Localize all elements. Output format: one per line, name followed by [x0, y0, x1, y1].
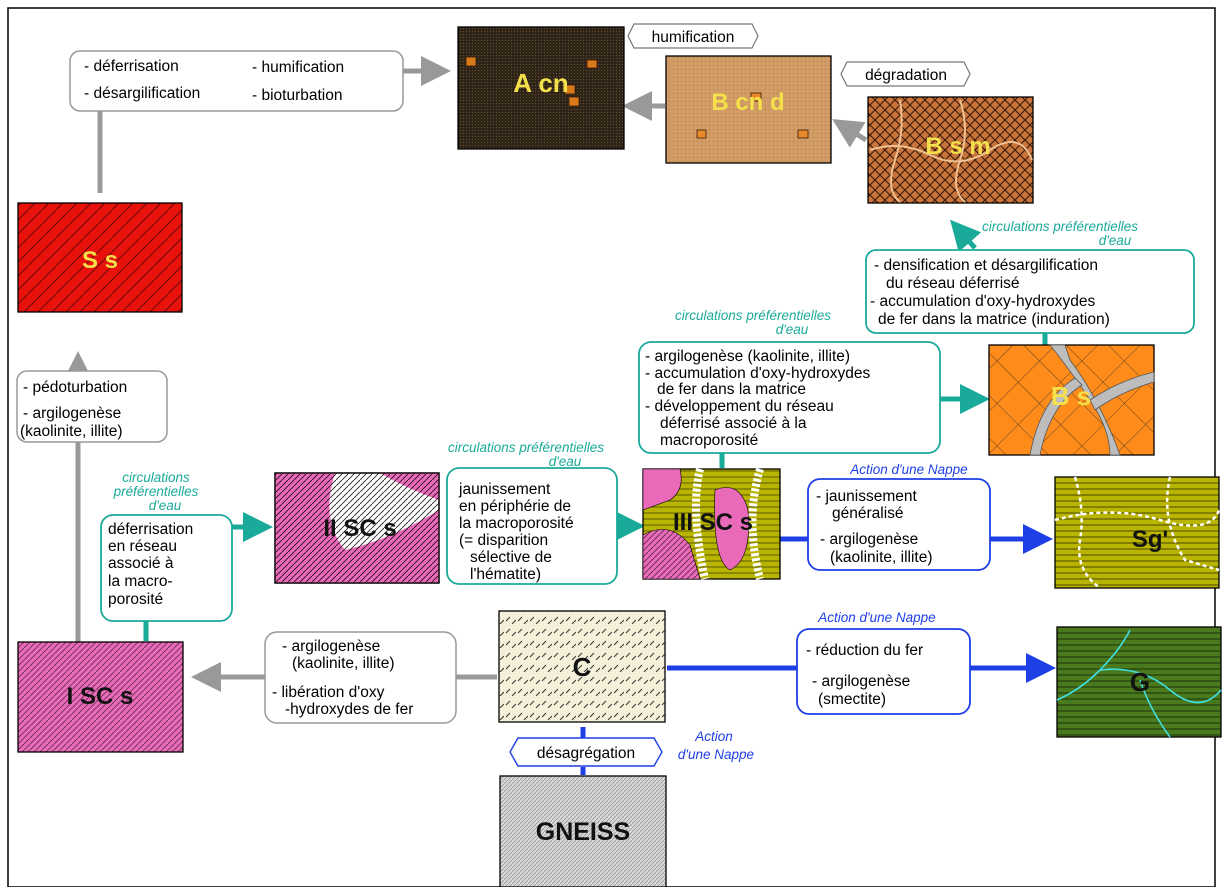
- box-argilogenese-accumulation: - argilogenèse (kaolinite, illite) - acc…: [638, 341, 941, 454]
- box-reduction-line-1: - argilogenèse: [812, 673, 910, 690]
- tag-humification: humification: [627, 23, 759, 49]
- horizon-label-iii-sc-s: III SC s: [673, 509, 753, 536]
- box-liberation-line-3: -hydroxydes de fer: [285, 701, 413, 718]
- box-reduction: - réduction du fer - argilogenèse (smect…: [796, 628, 971, 715]
- horizon-b-s: B s: [988, 344, 1155, 456]
- horizon-a-cn: A cn: [457, 26, 625, 150]
- box-liberation-line-1: (kaolinite, illite): [292, 655, 395, 672]
- horizon-label-c: C: [573, 652, 592, 682]
- box-argilo-line-5: macroporosité: [660, 432, 758, 449]
- horizon-c: C: [498, 610, 666, 723]
- box-densification: - densification et désargilification du …: [865, 249, 1195, 334]
- box-densification-line-2: - accumulation d'oxy-hydroxydes: [870, 293, 1095, 310]
- horizon-label-gneiss: GNEISS: [536, 818, 630, 846]
- horizon-label-b-cn-d: B cn d: [711, 89, 784, 116]
- caption-nappe-gneiss-0: Action: [694, 729, 733, 744]
- box-jaunissement-p-line-1: en périphérie de: [459, 498, 571, 515]
- caption-nappe-g: Action d'une Nappe: [817, 610, 935, 625]
- box-argilo-line-1: - accumulation d'oxy-hydroxydes: [645, 365, 870, 382]
- box-reduction-line-2: (smectite): [818, 691, 886, 708]
- box-jaunissement-p-line-2: la macroporosité: [459, 515, 574, 532]
- caption-circ-left-mid-1: d'eau: [549, 454, 582, 469]
- box-densification-line-1: du réseau déferrisé: [886, 275, 1020, 292]
- caption-circ-mid-0: circulations préférentielles: [675, 308, 831, 323]
- box-deferrisation-line-4: porosité: [108, 591, 163, 608]
- box-argilo-line-4: déferrisé associé à la: [660, 415, 807, 432]
- box-top-line-1: - désargilification: [84, 85, 200, 102]
- horizon-label-sg: Sg': [1132, 526, 1168, 553]
- horizon-gneiss: GNEISS: [499, 775, 667, 887]
- box-liberation-line-0: - argilogenèse: [282, 638, 380, 655]
- caption-circ-top-0: circulations préférentielles: [982, 219, 1138, 234]
- box-deferrisation-line-2: associé à: [108, 555, 174, 572]
- box-jaunissement-generalise: - jaunissement généralisé - argilogenèse…: [807, 478, 991, 571]
- caption-circ-left-0: circulations: [122, 470, 190, 485]
- horizon-b-s-m: B s m: [867, 96, 1034, 204]
- outer-frame: [7, 7, 1216, 887]
- horizon-label-s-s: S s: [82, 247, 118, 274]
- horizon-label-ii-sc-s: II SC s: [323, 515, 396, 542]
- horizon-label-i-sc-s: I SC s: [67, 683, 134, 710]
- tag-desagregation-label: désagrégation: [537, 745, 635, 762]
- box-liberation: - argilogenèse (kaolinite, illite) - lib…: [264, 631, 457, 724]
- box-densification-line-0: - densification et désargilification: [874, 257, 1098, 274]
- box-jaunissement-g-line-1: généralisé: [832, 505, 904, 522]
- box-jaunissement-p-line-4: sélective de: [470, 549, 552, 566]
- caption-circ-top-1: d'eau: [1099, 233, 1132, 248]
- box-pedoturbation: - pédoturbation - argilogenèse (kaolinit…: [16, 370, 168, 443]
- caption-circ-left-1: préférentielles: [113, 484, 199, 499]
- horizon-ii-sc-s: II SC s: [274, 472, 440, 584]
- tag-desagregation: désagrégation: [509, 737, 663, 767]
- horizon-iii-sc-s: III SC s: [642, 467, 781, 580]
- caption-nappe-sg: Action d'une Nappe: [849, 462, 967, 477]
- box-argilo-line-3: - développement du réseau: [645, 398, 834, 415]
- box-deferrisation-reseau: déferrisation en réseau associé à la mac…: [100, 514, 233, 622]
- box-deferrisation-line-0: déferrisation: [108, 521, 193, 538]
- box-jaunissement-g-line-0: - jaunissement: [816, 488, 917, 505]
- horizon-label-a-cn: A cn: [513, 68, 568, 98]
- tag-humification-label: humification: [652, 29, 735, 46]
- box-jaunissement-p-line-5: l'hématite): [470, 566, 541, 583]
- box-top-line-2: - humification: [252, 59, 344, 76]
- box-pedoturbation-line-1: - argilogenèse: [23, 405, 121, 422]
- box-top-line-0: - déferrisation: [84, 58, 179, 75]
- caption-nappe-gneiss-1: d'une Nappe: [678, 747, 754, 762]
- horizon-i-sc-s: I SC s: [17, 641, 184, 753]
- box-pedoturbation-line-2: (kaolinite, illite): [20, 423, 123, 440]
- caption-circ-left-2: d'eau: [149, 498, 182, 513]
- horizon-label-g: G: [1130, 667, 1150, 697]
- horizon-label-b-s-m: B s m: [925, 133, 990, 160]
- box-argilo-line-0: - argilogenèse (kaolinite, illite): [645, 348, 850, 365]
- caption-circ-mid-1: d'eau: [776, 322, 809, 337]
- box-top-line-3: - bioturbation: [252, 87, 342, 104]
- horizon-s-s: S s: [17, 202, 183, 313]
- horizon-label-b-s: B s: [1051, 381, 1091, 411]
- box-deferrisation-line-1: en réseau: [108, 538, 177, 555]
- box-jaunissement-peripherie: jaunissement en périphérie de la macropo…: [446, 467, 618, 585]
- box-deferrisation-line-3: la macro-: [108, 573, 173, 590]
- arrow-bsm-to-bcnd: [832, 119, 868, 148]
- horizon-sg: Sg': [1054, 476, 1221, 590]
- box-jaunissement-p-line-0: jaunissement: [458, 481, 551, 498]
- box-densification-line-3: de fer dans la matrice (induration): [878, 311, 1110, 328]
- horizon-g: G: [1056, 626, 1222, 738]
- box-top-processes: - déferrisation - désargilification - hu…: [69, 50, 404, 112]
- caption-circ-left-mid-0: circulations préférentielles: [448, 440, 604, 455]
- box-argilo-line-2: de fer dans la matrice: [657, 381, 806, 398]
- box-pedoturbation-line-0: - pédoturbation: [23, 379, 127, 396]
- box-jaunissement-p-line-3: (= disparition: [459, 532, 548, 549]
- box-reduction-line-0: - réduction du fer: [806, 642, 923, 659]
- box-liberation-line-2: - libération d'oxy: [272, 684, 385, 701]
- tag-degradation: dégradation: [840, 61, 971, 87]
- arrow-densification-to-bsm: [950, 219, 982, 253]
- box-jaunissement-g-line-3: (kaolinite, illite): [830, 549, 933, 566]
- box-jaunissement-g-line-2: - argilogenèse: [820, 531, 918, 548]
- horizon-b-cn-d: B cn d: [665, 55, 832, 164]
- tag-degradation-label: dégradation: [865, 67, 947, 84]
